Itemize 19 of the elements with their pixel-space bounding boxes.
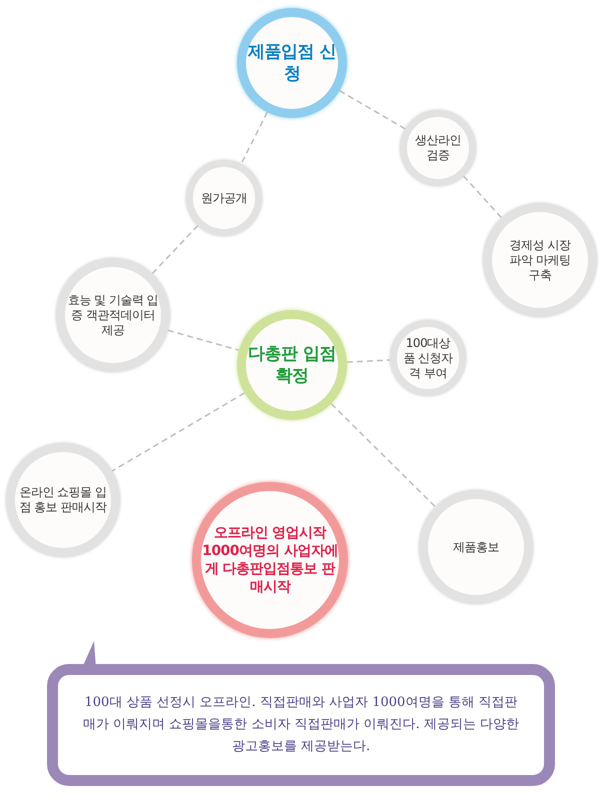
step-circle: 원가공개	[186, 160, 262, 236]
highlight-circle: 오프라인 영업시작 1000여명의 사업자에게 다총판입점통보 판매시작	[192, 482, 348, 638]
connector-line	[346, 359, 390, 363]
highlight-circle: 다총판 입점확정	[237, 310, 347, 420]
connector-line	[168, 330, 240, 351]
speech-bubble: 100대 상품 선정시 오프라인. 직접판매와 사업자 1000여명을 통해 직접판매가 이뤄지며 쇼핑몰을통한 소비자 직접판매가 이뤄진다. 제공되는 다양한 광고홍보를 제공받는다.	[47, 664, 555, 786]
connector-line	[240, 112, 268, 164]
connector-line	[463, 176, 502, 218]
step-circle: 경제성 시장파악 마케팅구축	[483, 203, 597, 317]
step-circle: 제품홍보	[419, 490, 533, 604]
step-circle: 100대상품 신청자격 부여	[390, 320, 466, 396]
connector-line	[330, 403, 436, 508]
highlight-circle: 제품입점 신청	[237, 8, 347, 118]
connector-line	[339, 90, 406, 130]
connector-line	[152, 225, 198, 274]
step-circle: 효능 및 기술력 입증 객관적데이터 제공	[56, 258, 170, 372]
connector-line	[112, 392, 245, 472]
step-circle: 생산라인 검증	[400, 110, 476, 186]
step-circle: 온라인 쇼핑몰 입점 홍보 판매시작	[6, 443, 120, 557]
